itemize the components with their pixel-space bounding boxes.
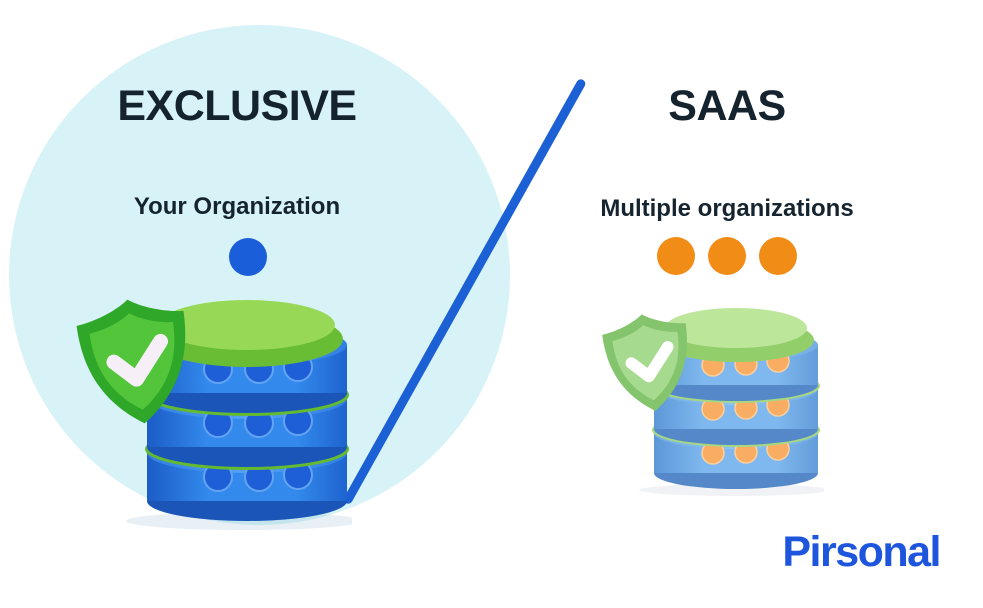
database-stack-icon bbox=[652, 308, 820, 489]
exclusive-org-dots bbox=[229, 238, 267, 276]
exclusive-database-illustration bbox=[76, 299, 352, 530]
shield-check-icon bbox=[602, 314, 687, 411]
pirsonal-logo: Pirsonal bbox=[782, 528, 941, 576]
exclusive-title: EXCLUSIVE bbox=[117, 82, 357, 130]
organization-dot bbox=[759, 237, 797, 275]
organization-dot bbox=[657, 237, 695, 275]
database-shadow bbox=[639, 484, 824, 496]
saas-org-dots bbox=[657, 237, 797, 275]
saas-subtitle: Multiple organizations bbox=[600, 195, 854, 222]
organization-dot bbox=[229, 238, 267, 276]
saas-database-illustration bbox=[602, 308, 824, 496]
organization-dot bbox=[708, 237, 746, 275]
database-stack-icon bbox=[145, 300, 349, 521]
shield-check-icon bbox=[76, 299, 186, 424]
saas-title: SAAS bbox=[668, 82, 786, 130]
exclusive-subtitle: Your Organization bbox=[133, 193, 341, 220]
